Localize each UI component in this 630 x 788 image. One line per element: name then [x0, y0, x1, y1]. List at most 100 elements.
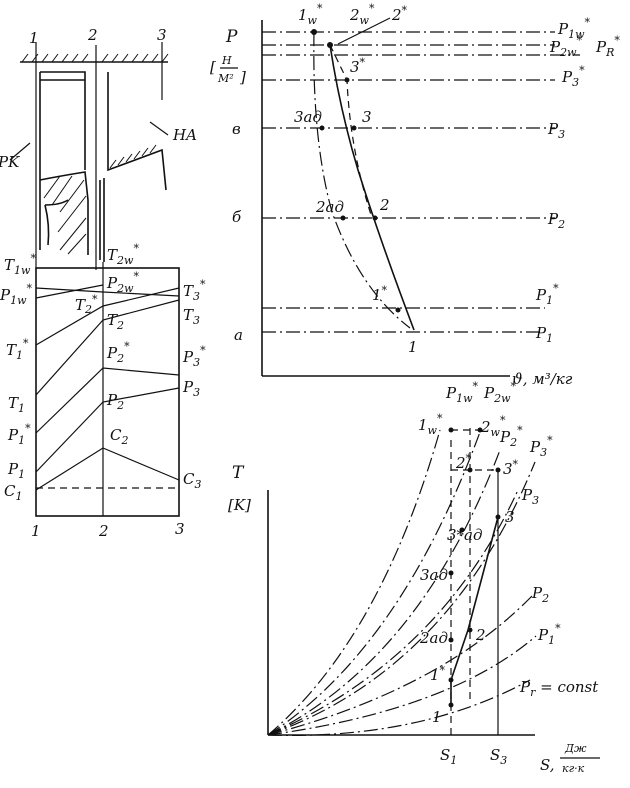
ts-iso-label-p2: P2	[531, 584, 549, 605]
label-c1: C1	[4, 482, 22, 503]
ts-iso-label-p1w: P1w*	[445, 380, 479, 405]
pv-y-unit-den: M²	[217, 72, 234, 85]
ts-iso-label-p2star: P2*	[499, 424, 523, 449]
pv-label-p3star: P3*	[561, 64, 585, 89]
pv-dashed-curve	[329, 44, 373, 219]
pv-label-1: 1	[408, 338, 418, 356]
ts-isobar-p3	[267, 489, 519, 736]
label-p3: P3	[182, 378, 200, 399]
ts-process-line	[450, 516, 499, 705]
ts-point-2w	[477, 427, 483, 433]
ts-diagram: T [K] S, Дж кг·к S1 S3	[228, 380, 600, 775]
ts-iso-label-p3star: P3*	[529, 434, 553, 459]
pv-label-2: 2	[379, 196, 390, 214]
rotor-label: PK	[0, 153, 20, 171]
label-t3: T3	[183, 306, 200, 327]
label-p2: P2	[106, 391, 124, 412]
pv-label-p3: P3	[547, 120, 565, 141]
line-t1w-top	[35, 287, 180, 297]
ts-point-1	[448, 702, 454, 708]
section-3-label: 3	[157, 26, 167, 44]
stator-hatching	[109, 144, 157, 169]
pv-label-p2: P2	[547, 210, 565, 231]
ts-point-2star	[467, 467, 473, 473]
pv-label-1star: 1*	[372, 284, 388, 304]
ts-y-unit: [K]	[228, 496, 251, 514]
ts-point-3star	[495, 467, 501, 473]
label-p2star: P2*	[106, 340, 130, 365]
tick-2: 2	[98, 522, 109, 540]
rotor-root	[44, 199, 69, 246]
ts-iso-label-p2w: P2w*	[483, 380, 517, 405]
pv-point-1w	[311, 29, 317, 35]
pv-label-1w: 1w*	[298, 2, 323, 27]
tick-1: 1	[31, 522, 41, 540]
pv-label-3star: 3*	[350, 56, 366, 76]
pv-tick-b: б	[232, 208, 242, 226]
rotor-hub	[39, 171, 89, 255]
ts-x-title: S,	[540, 756, 555, 774]
ts-tick-s3: S3	[490, 746, 507, 767]
ts-label-3ad: 3ад	[420, 566, 448, 584]
stator-blade	[107, 72, 167, 191]
label-p1star: P1*	[7, 422, 31, 447]
ts-point-2	[467, 627, 473, 633]
pv-y-bracket-left: [	[210, 58, 216, 76]
pv-x-title: ϑ, м³/кг	[512, 370, 573, 388]
ts-tick-s1: S1	[440, 746, 457, 767]
rotor-blade	[39, 71, 86, 250]
ts-label-1: 1	[432, 708, 442, 726]
pv-tick-a: а	[234, 326, 243, 344]
label-c2: C2	[110, 426, 128, 447]
rotor-hub-hatching	[43, 175, 87, 255]
stator-label: HA	[172, 126, 197, 144]
line-t1	[35, 287, 180, 346]
profile-chart: T1w* T2w* P1w* T2* P2w* T3* T1* T2 T3 P2…	[0, 242, 206, 540]
pv-label-p1w: P1w*	[557, 16, 591, 41]
pv-process-curve	[329, 44, 415, 331]
pv-point-1star	[395, 307, 401, 313]
ts-isobar-p2star	[267, 449, 501, 736]
label-t3star: T3*	[183, 278, 206, 303]
ts-isobar-p2	[267, 595, 533, 736]
line-p1w	[35, 284, 104, 299]
line-t-static	[35, 299, 180, 396]
line-p1star	[35, 367, 180, 434]
ts-label-3ad-star: 3*ад	[447, 526, 483, 544]
pv-label-3: 3	[362, 108, 372, 126]
ts-y-title: T	[232, 463, 245, 483]
label-t2w: T2w*	[107, 242, 139, 267]
ts-iso-label-p1star: P1*	[537, 622, 561, 647]
ts-isobar-p2w	[267, 431, 481, 736]
label-p1w: P1w*	[0, 282, 33, 307]
pv-adiabat-curve	[313, 31, 411, 329]
ts-label-3star: 3*	[503, 458, 519, 478]
pv-point-3	[351, 125, 357, 131]
pv-y-bracket-right: ]	[239, 68, 246, 86]
ts-x-unit-num: Дж	[564, 742, 587, 755]
ts-point-3	[495, 514, 501, 520]
ts-label-1star: 1*	[430, 664, 446, 684]
label-p2w: P2w*	[106, 270, 140, 295]
label-t1star: T1*	[6, 337, 29, 362]
pv-tick-v: в	[232, 120, 241, 138]
pv-label-3ad: 3ад	[294, 108, 322, 126]
label-t1: T1	[8, 394, 25, 415]
ts-isobar-p1w	[267, 429, 441, 736]
ts-x-unit-den: кг·к	[562, 762, 585, 775]
pv-point-3ad	[319, 125, 325, 131]
ts-isobar-p3star	[267, 461, 536, 736]
label-t2: T2	[107, 311, 124, 332]
ts-label-2ad: 2ад	[419, 629, 448, 647]
section-2-label: 2	[87, 26, 98, 44]
pv-point-3star	[344, 77, 350, 83]
stage-sketch: 1 2 3 PK HA	[0, 26, 197, 270]
label-p3star: P3*	[182, 344, 206, 369]
line-c	[35, 447, 180, 491]
pv-point-2	[372, 215, 378, 221]
pv-label-2ad: 2ад	[315, 198, 344, 216]
pv-label-2w: 2w*	[349, 2, 375, 27]
ts-point-3ad-star	[459, 527, 465, 533]
ts-point-1star	[448, 677, 454, 683]
